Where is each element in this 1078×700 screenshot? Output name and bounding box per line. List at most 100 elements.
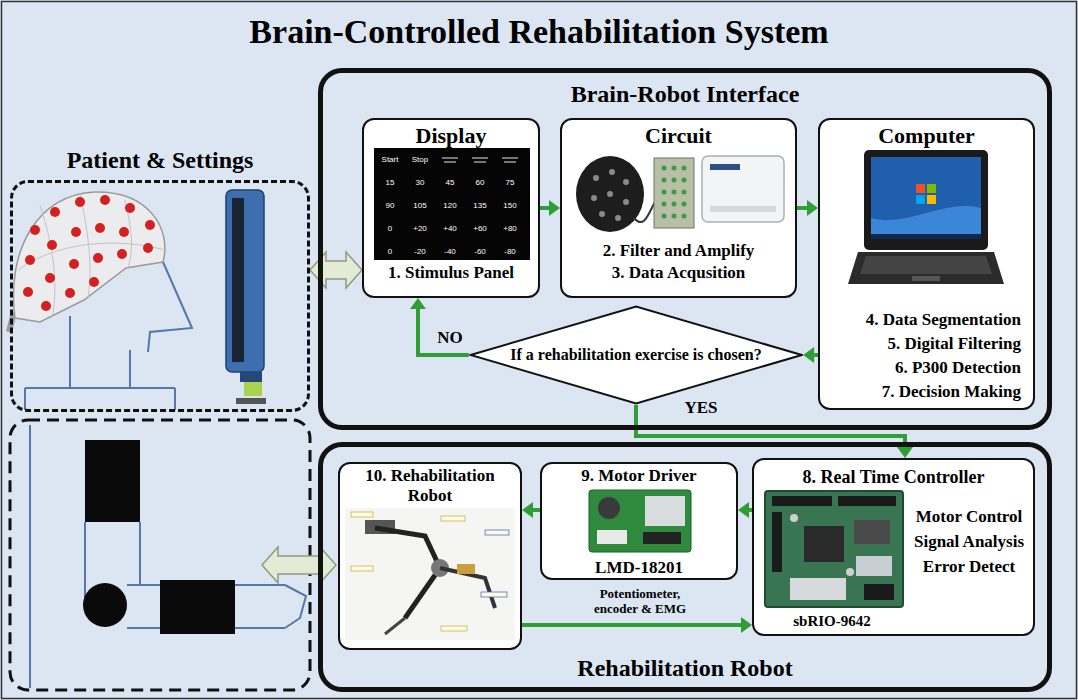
patient-figure — [75, 197, 85, 207]
stimulus-cell: 0 — [375, 224, 405, 234]
stimulus-cell: -20 — [405, 247, 435, 257]
circuit-photo — [682, 190, 687, 195]
laptop-picture — [864, 150, 988, 250]
circuit-photo — [710, 206, 776, 212]
process-box: Circuit2. Filter and Amplify3. Data Acqu… — [560, 118, 797, 298]
circuit-photo — [591, 169, 629, 221]
step-text: 1. Stimulus Panel — [368, 263, 534, 283]
patient-figure — [40, 205, 55, 318]
patient-figure — [50, 207, 60, 217]
panel-heading: Brain-Robot Interface — [327, 80, 1043, 109]
laptop-picture — [871, 206, 981, 239]
decision-text: If a rehabilitation exercise is chosen? — [473, 345, 799, 365]
patient-figure — [45, 273, 55, 283]
patient-figure — [174, 388, 176, 410]
arm-figure — [84, 522, 86, 598]
patient-figure — [232, 198, 244, 362]
stimulus-cell: 60 — [465, 178, 495, 188]
patient-figure — [125, 203, 135, 213]
stimulus-screen — [502, 157, 518, 159]
decision-diamond-outline — [470, 307, 801, 404]
stimulus-cell: +60 — [465, 224, 495, 234]
patient-figure — [129, 350, 131, 388]
driver-board — [645, 496, 685, 526]
stimulus-cell: 45 — [435, 178, 465, 188]
arrow-head — [549, 200, 560, 216]
controller-board — [846, 568, 854, 576]
circuit-photo — [576, 156, 644, 232]
laptop-picture — [871, 157, 981, 239]
stimulus-screen — [472, 157, 488, 159]
patient-figure — [25, 387, 175, 389]
patient-figure — [23, 287, 33, 297]
patient-figure — [18, 243, 165, 270]
patient-figure — [89, 277, 99, 287]
circuit-photo — [609, 169, 615, 175]
flow-line — [522, 623, 741, 627]
circuit-photo — [662, 166, 687, 219]
circuit-photo — [672, 166, 677, 171]
patient-figure — [25, 255, 35, 265]
patient-figure — [47, 240, 57, 250]
robot-photo — [345, 508, 515, 640]
patient-figure — [65, 288, 75, 298]
arm-figure — [160, 580, 235, 634]
patient-region: Patient & Settings — [10, 180, 310, 412]
circuit-photo — [615, 215, 621, 221]
patient-figure — [9, 190, 266, 410]
flow-arrow — [797, 200, 818, 216]
controller-board — [790, 514, 798, 522]
circuit-photo — [623, 199, 629, 205]
controller-board — [764, 490, 904, 608]
robot-photo — [485, 530, 509, 535]
circuit-photo — [662, 190, 667, 195]
arrow-head — [897, 447, 913, 458]
circuit-photo — [572, 148, 787, 238]
controller-board — [765, 491, 903, 607]
step-text: 7. Decision Making — [824, 382, 1021, 402]
arm-figure — [30, 425, 306, 688]
arrow-head — [522, 502, 533, 518]
arm-figure — [139, 522, 141, 585]
stimulus-cell: 150 — [495, 201, 525, 211]
circuit-photo — [710, 164, 740, 170]
laptop-picture — [916, 195, 925, 204]
robot-photo — [351, 566, 373, 571]
stimulus-cell: 30 — [405, 178, 435, 188]
stimulus-cell: 90 — [375, 201, 405, 211]
box-heading: 8. Real Time Controller — [758, 466, 1029, 488]
driver-board — [589, 490, 691, 552]
box-heading: 10. Rehabilitation Robot — [355, 466, 505, 506]
stimulus-cell: -40 — [435, 247, 465, 257]
circuit-photo — [672, 202, 677, 207]
patient-figure — [244, 382, 262, 396]
controller-board — [864, 584, 894, 600]
step-text: 2. Filter and Amplify — [566, 241, 791, 261]
robot-photo — [385, 618, 405, 634]
laptop-picture — [871, 234, 981, 239]
stimulus-screen — [374, 148, 530, 260]
module-panel: Brain-Robot Interface Display1. Stimulus… — [318, 68, 1052, 430]
stimulus-cell: 105 — [405, 201, 435, 211]
driver-board — [598, 497, 620, 519]
controller-board — [790, 578, 846, 600]
robot-photo — [351, 512, 373, 517]
circuit-photo — [682, 214, 687, 219]
patient-figure — [93, 253, 103, 263]
controller-board — [856, 556, 892, 576]
patient-figure — [240, 372, 262, 382]
circuit-photo — [672, 178, 677, 183]
circuit-photo — [623, 179, 629, 185]
arrow-head — [803, 347, 814, 363]
laptop-picture — [846, 148, 1006, 290]
circuit-photo — [593, 175, 599, 181]
patient-figure — [226, 190, 264, 372]
box-heading: 9. Motor Driver — [546, 466, 732, 486]
box-heading: Circuit — [566, 123, 791, 149]
step-text: LMD-18201 — [546, 558, 732, 578]
module-panel: Rehabilitation Robot 8. Real Time Contro… — [318, 442, 1052, 692]
patient-figure — [145, 220, 155, 230]
step-text: 6. P300 Detection — [824, 358, 1021, 378]
process-box: 8. Real Time ControllerMotor Control Sig… — [752, 458, 1035, 636]
